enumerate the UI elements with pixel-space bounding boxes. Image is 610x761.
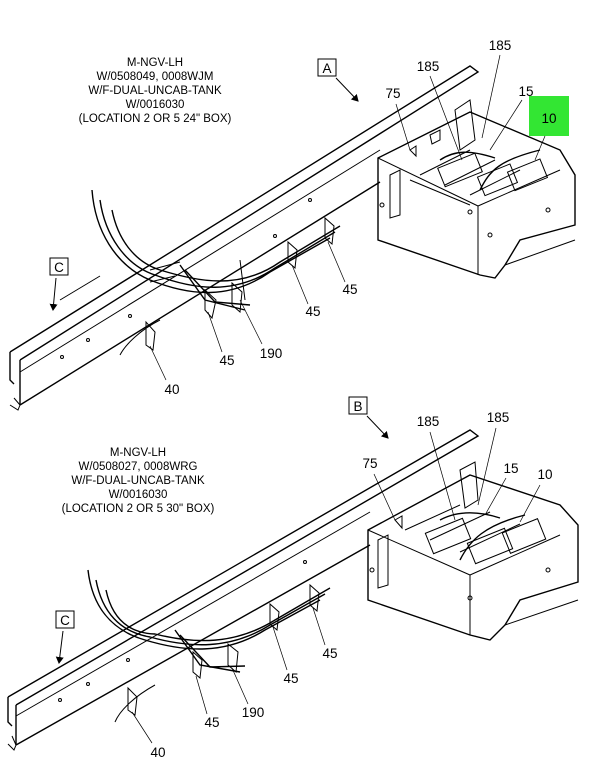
leader-a-45-left — [207, 311, 223, 353]
leader-b-185-left — [429, 431, 456, 521]
leader-a-45-mid — [291, 264, 309, 305]
leader-b-10 — [519, 484, 541, 523]
section-arrow-a — [49, 277, 58, 311]
diagram-a: M-NGV-LH W/0508049, 0008WJM W/F-DUAL-UNC… — [9, 38, 576, 411]
callout-a-45-mid: 45 — [305, 304, 320, 319]
callout-b-190: 190 — [242, 705, 265, 720]
callout-a-185-left: 185 — [417, 59, 440, 74]
callout-b-75: 75 — [362, 456, 377, 471]
caption-a-line-2: W/0508049, 0008WJM — [97, 71, 214, 83]
cable-harness-a — [91, 189, 341, 356]
view-label-a: A — [322, 61, 331, 76]
section-label-a-box — [49, 257, 69, 276]
leader-a-15 — [489, 99, 523, 151]
clips-b — [127, 583, 320, 716]
leader-a-45-right — [327, 241, 346, 283]
view-label-a-box — [317, 58, 337, 77]
battery-box-a — [377, 99, 576, 279]
cable-harness-b — [87, 569, 331, 723]
callout-b-15: 15 — [503, 461, 518, 476]
view-label-b: B — [353, 399, 362, 414]
caption-b-line-2: W/0508027, 0008WRG — [79, 461, 198, 473]
caption-a-line-5: (LOCATION 2 OR 5 24" BOX) — [79, 113, 232, 125]
caption-a-line-3: W/F-DUAL-UNCAB-TANK — [88, 85, 222, 97]
section-arrow-b — [55, 630, 64, 664]
leader-b-45-right — [312, 607, 326, 646]
callout-b-10: 10 — [537, 467, 552, 482]
callout-a-15: 15 — [518, 84, 533, 99]
section-label-b: C — [60, 613, 70, 628]
section-label-b-box — [55, 610, 75, 629]
leader-a-185-left — [429, 75, 463, 161]
diagram-b: M-NGV-LH W/0508027, 0008WRG W/F-DUAL-UNC… — [7, 396, 579, 760]
callout-a-45-right: 45 — [342, 282, 357, 297]
highlight-box-a-10 — [529, 96, 569, 136]
leader-a-190 — [239, 299, 263, 345]
leader-a-40 — [149, 345, 167, 381]
frame-rail-a — [9, 65, 480, 411]
view-arrow-b — [366, 415, 389, 439]
caption-b-line-4: W/0016030 — [109, 489, 168, 501]
caption-b-line-3: W/F-DUAL-UNCAB-TANK — [71, 475, 205, 487]
leader-b-45-mid — [272, 626, 288, 671]
section-label-a: C — [54, 260, 64, 275]
leader-b-75 — [373, 473, 396, 521]
view-arrow-a — [335, 77, 359, 102]
caption-a-line-1: M-NGV-LH — [127, 57, 183, 69]
callout-b-45-right: 45 — [322, 646, 337, 661]
leader-b-190 — [231, 667, 249, 705]
callout-b-185-left: 185 — [417, 414, 440, 429]
callout-b-45-mid: 45 — [283, 671, 298, 686]
callout-a-10: 10 — [541, 111, 556, 126]
leader-b-15 — [484, 477, 507, 516]
callout-a-40: 40 — [164, 382, 179, 397]
caption-b-line-5: (LOCATION 2 OR 5 30" BOX) — [62, 503, 215, 515]
callout-a-185-right: 185 — [489, 38, 512, 53]
caption-a-line-4: W/0016030 — [126, 99, 185, 111]
callout-b-45-left: 45 — [204, 715, 219, 730]
clips-a — [145, 216, 335, 351]
callout-a-45-left: 45 — [219, 353, 234, 368]
callout-b-40: 40 — [150, 745, 165, 760]
leader-b-45-left — [195, 675, 208, 715]
view-label-b-box — [348, 396, 368, 415]
leader-a-185-right — [481, 54, 501, 139]
battery-box-b — [367, 461, 579, 641]
leader-b-185-right — [477, 427, 497, 506]
leader-a-10 — [534, 135, 546, 161]
caption-b-line-1: M-NGV-LH — [110, 447, 166, 459]
leader-b-40 — [131, 711, 153, 744]
callout-b-185-right: 185 — [487, 410, 510, 425]
leader-a-75 — [395, 103, 411, 151]
callout-a-190: 190 — [260, 346, 283, 361]
callout-a-75: 75 — [385, 86, 400, 101]
